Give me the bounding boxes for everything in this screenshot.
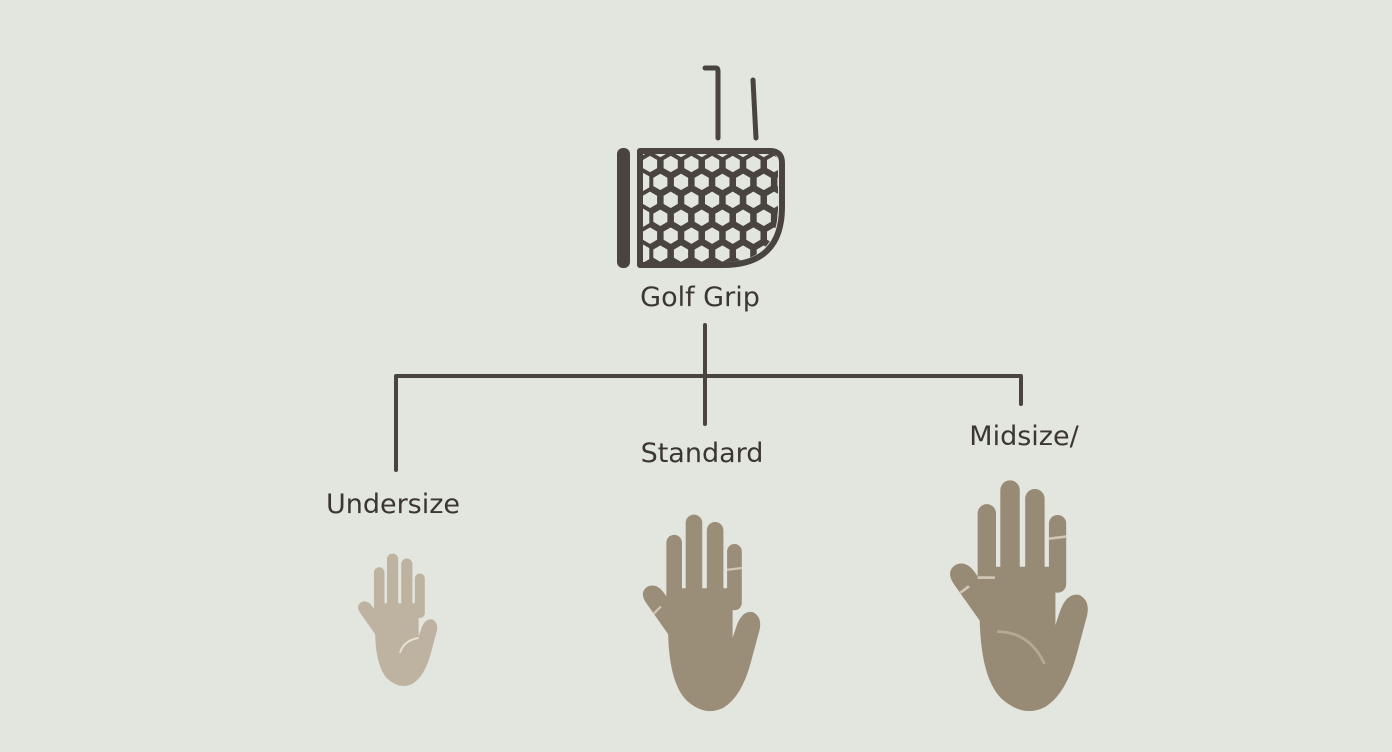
grip-hex-cell xyxy=(773,240,778,262)
grip-hex-cell xyxy=(642,222,662,249)
grip-hex-cell xyxy=(659,153,682,177)
grip-hex-cell xyxy=(642,153,662,177)
grip-hex-cell xyxy=(701,186,724,213)
grip-hex-cell xyxy=(659,186,682,213)
midsize-label: Midsize/ xyxy=(969,421,1079,452)
golf-grip-icon xyxy=(617,65,814,282)
grip-hex-cell xyxy=(786,225,804,246)
grip-hex-cell xyxy=(669,169,693,195)
grip-hex-cell xyxy=(642,186,662,213)
grip-hex-cell xyxy=(796,243,814,264)
grip-hex-cell xyxy=(763,258,778,262)
grip-hex-cell xyxy=(680,153,703,177)
grip-hex-cell xyxy=(680,186,703,213)
grip-hex-cell xyxy=(732,240,755,262)
grip-hex-cell xyxy=(701,153,724,177)
grip-hex-cell xyxy=(763,153,778,177)
grip-hex-cell xyxy=(711,204,734,231)
grip-hex-cell xyxy=(773,169,778,195)
grip-end-cap xyxy=(617,148,630,268)
root-label: Golf Grip xyxy=(640,282,760,313)
grip-hex-cell xyxy=(732,204,755,231)
grip-hex-cell xyxy=(669,204,693,231)
grip-hex-cell xyxy=(690,169,713,195)
medium-hand-icon xyxy=(642,514,761,712)
grip-hex-cell xyxy=(649,240,672,262)
grip-hex-cell xyxy=(752,204,775,231)
standard-label: Standard xyxy=(641,438,764,469)
grip-hex-cell xyxy=(711,169,734,195)
grip-hex-cell xyxy=(701,222,724,249)
club-shaft-right xyxy=(750,77,759,141)
grip-hex-cell xyxy=(732,169,755,195)
grip-hex-cell xyxy=(773,204,778,231)
grip-hex-cell xyxy=(742,186,765,213)
grip-hex-cell xyxy=(711,240,734,262)
grip-hex-cell xyxy=(796,207,814,228)
connector-branch xyxy=(394,374,1023,472)
grip-outline xyxy=(637,148,785,268)
grip-hex-cell xyxy=(786,189,804,210)
grip-hex-cell xyxy=(649,204,672,231)
connector-tree xyxy=(394,323,1023,472)
grip-hex-cell xyxy=(659,222,682,249)
grip-texture xyxy=(642,153,814,282)
grip-hex-cell xyxy=(786,154,804,175)
grip-hex-cell xyxy=(690,204,713,231)
grip-hex-cell xyxy=(786,261,804,282)
grip-hex-cell xyxy=(752,169,775,195)
club-shaft-left xyxy=(702,65,721,141)
grip-hex-cell xyxy=(721,153,744,177)
small-hand-icon xyxy=(358,553,438,687)
grip-hex-cell xyxy=(721,222,744,249)
grip-hex-cell xyxy=(763,186,778,213)
grip-hex-cell xyxy=(680,222,703,249)
grip-hex-cell xyxy=(649,169,672,195)
grip-hex-cell xyxy=(796,171,814,192)
grip-hex-cell xyxy=(690,240,713,262)
large-hand-icon xyxy=(950,480,1088,712)
undersize-label: Undersize xyxy=(326,489,460,520)
grip-hex-cell xyxy=(721,186,744,213)
grip-hex-cell xyxy=(742,153,765,177)
grip-hex-cell xyxy=(742,222,765,249)
grip-hex-cell xyxy=(669,240,693,262)
